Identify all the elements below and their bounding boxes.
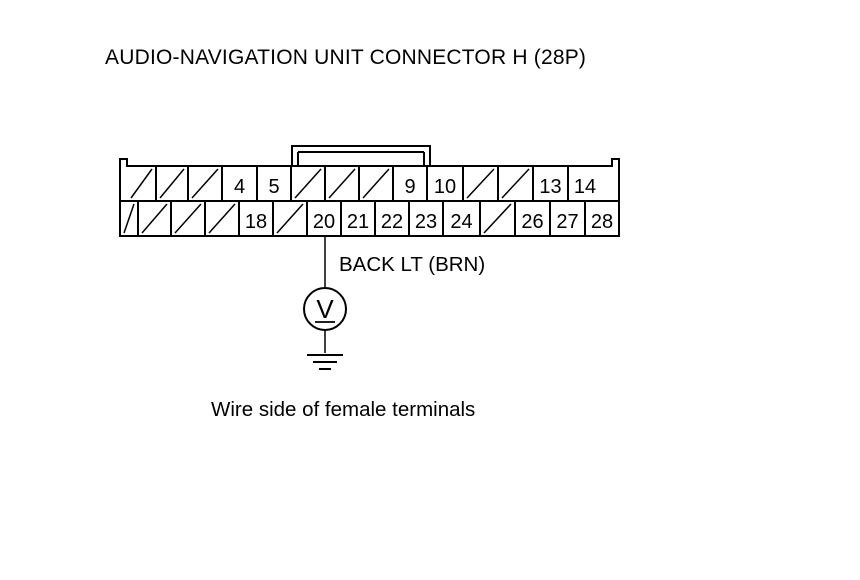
unused-cavity-slash [276, 203, 304, 234]
terminal-22-label: 22 [381, 211, 403, 233]
caption: Wire side of female terminals [211, 398, 476, 421]
terminal-18-label: 18 [245, 211, 267, 233]
unused-cavity-slash [141, 203, 168, 234]
terminal-10-label: 10 [434, 176, 456, 198]
unused-cavity-slash [362, 168, 390, 199]
terminal-26-label: 26 [521, 211, 543, 233]
unused-cavity-slash [466, 168, 495, 199]
unused-cavity-slash [174, 203, 202, 234]
unused-cavity-slash [208, 203, 236, 234]
terminal-24-label: 24 [450, 211, 472, 233]
ground-icon [307, 354, 343, 370]
unused-cavity-slash [483, 203, 512, 234]
terminal-27-label: 27 [556, 211, 578, 233]
terminal-21-label: 21 [347, 211, 369, 233]
connector-lock-tab [291, 145, 431, 166]
unused-cavity-slash [123, 203, 135, 234]
terminal-28-label: 28 [591, 211, 613, 233]
wire-label: BACK LT (BRN) [339, 253, 485, 276]
connector-outline [119, 158, 620, 237]
voltmeter-symbol: V [316, 294, 334, 324]
terminal-20-label: 20 [313, 211, 335, 233]
terminal-9-label: 9 [404, 176, 415, 198]
terminal-13-label: 13 [539, 176, 561, 198]
unused-cavity-slash [501, 168, 530, 199]
unused-cavity-slash [191, 168, 219, 199]
unused-cavity-slash [130, 168, 153, 199]
terminal-5-label: 5 [268, 176, 279, 198]
unused-cavity-slash [294, 168, 322, 199]
terminal-4-label: 4 [234, 176, 245, 198]
unused-cavity-slash [159, 168, 185, 199]
terminal-14-label: 14 [574, 176, 596, 198]
unused-cavity-slash [328, 168, 356, 199]
voltmeter-icon: V [303, 287, 347, 331]
terminal-23-label: 23 [415, 211, 437, 233]
diagram-title: AUDIO-NAVIGATION UNIT CONNECTOR H (28P) [105, 46, 587, 69]
